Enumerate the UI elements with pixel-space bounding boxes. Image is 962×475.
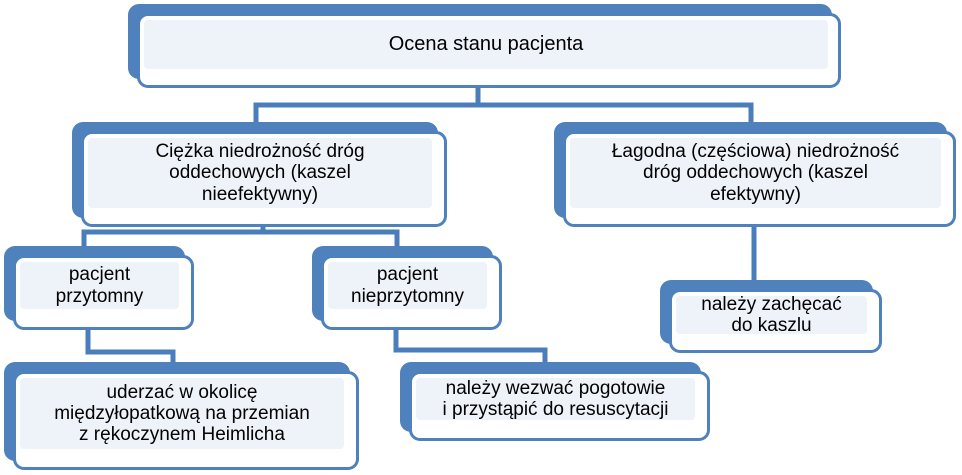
node-body: pacjent przytomny (13, 255, 194, 330)
edge-unconscious-cpr (393, 327, 548, 367)
node-body: pacjent nieprzytomny (321, 255, 502, 330)
node-inner-fill: pacjent nieprzytomny (328, 262, 487, 309)
node-inner-fill: należy wezwać pogotowie i przystąpić do … (416, 378, 695, 420)
node-body: Ocena stanu pacjenta (137, 13, 841, 88)
node-label-severe-obstruction: Ciężka niedrożność dróg oddechowych (kas… (155, 141, 365, 205)
node-label-encourage-cough: należy zachęcać do kaszlu (701, 293, 842, 336)
node-label-call-ambulance-cpr: należy wezwać pogotowie i przystąpić do … (442, 377, 669, 420)
node-assessment[interactable]: Ocena stanu pacjenta (128, 4, 841, 88)
node-label-back-blows: uderzać w okolicę międzyłopatkową na prz… (54, 381, 310, 446)
node-body: Ciężka niedrożność dróg oddechowych (kas… (81, 131, 447, 227)
node-back-blows[interactable]: uderzać w okolicę międzyłopatkową na prz… (4, 362, 359, 470)
node-inner-fill: uderzać w okolicę międzyłopatkową na prz… (20, 378, 344, 449)
node-encourage-cough[interactable]: należy zachęcać do kaszlu (660, 280, 882, 353)
node-label-patient-unconscious: pacjent nieprzytomny (351, 264, 464, 307)
node-inner-fill: należy zachęcać do kaszlu (676, 293, 867, 336)
node-label-patient-conscious: pacjent przytomny (55, 264, 144, 307)
node-inner-fill: Ocena stanu pacjenta (144, 20, 828, 69)
node-body: należy zachęcać do kaszlu (669, 289, 882, 353)
node-inner-fill: Ciężka niedrożność dróg oddechowych (kas… (88, 138, 432, 208)
edge-conscious-backblows (85, 327, 176, 367)
node-inner-fill: pacjent przytomny (20, 262, 179, 309)
node-inner-fill: Łagodna (częściowa) niedrożność dróg odd… (570, 138, 941, 208)
node-call-ambulance-cpr[interactable]: należy wezwać pogotowie i przystąpić do … (400, 362, 710, 441)
node-patient-conscious[interactable]: pacjent przytomny (4, 246, 194, 330)
node-body: Łagodna (częściowa) niedrożność dróg odd… (563, 131, 956, 227)
node-body: należy wezwać pogotowie i przystąpić do … (409, 371, 710, 441)
node-label-mild-obstruction: Łagodna (częściowa) niedrożność dróg odd… (611, 141, 900, 205)
node-severe-obstruction[interactable]: Ciężka niedrożność dróg oddechowych (kas… (72, 122, 447, 227)
node-patient-unconscious[interactable]: pacjent nieprzytomny (312, 246, 502, 330)
node-body: uderzać w okolicę międzyłopatkową na prz… (13, 371, 359, 470)
node-label-assessment: Ocena stanu pacjenta (388, 33, 584, 56)
node-mild-obstruction[interactable]: Łagodna (częściowa) niedrożność dróg odd… (554, 122, 956, 227)
